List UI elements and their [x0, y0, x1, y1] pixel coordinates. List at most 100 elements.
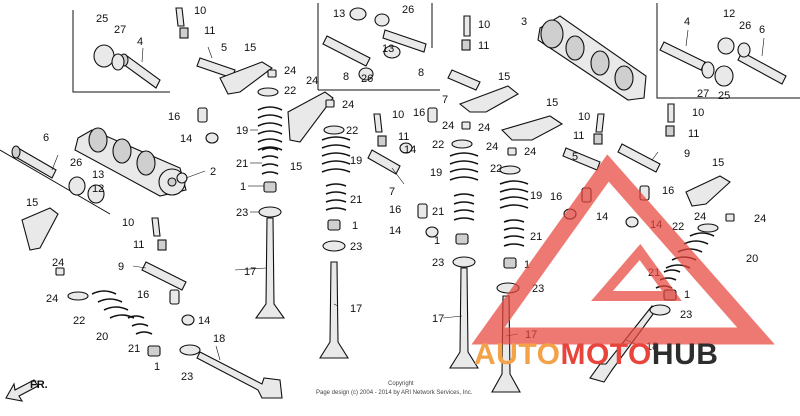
callout-25: 25: [718, 90, 730, 102]
collar-12-left: [87, 184, 105, 204]
copyright-notice: Copyright Page design (c) 2004 - 2014 by…: [316, 381, 473, 396]
callout-12: 12: [723, 8, 735, 20]
nut-11-f: [157, 239, 167, 251]
callout-6: 6: [43, 132, 49, 144]
callout-24: 24: [524, 146, 536, 158]
retainer-23-c: [452, 256, 476, 268]
callout-7: 7: [389, 186, 395, 198]
clip-24-c: [461, 121, 471, 130]
callout-22: 22: [284, 85, 296, 97]
watermark-triangle-outer-icon: [471, 154, 775, 345]
callout-1: 1: [240, 181, 246, 193]
rocker-shaft-8-b: [382, 29, 427, 53]
callout-4: 4: [684, 16, 690, 28]
seat-22-a: [257, 87, 279, 97]
callout-26: 26: [361, 73, 373, 85]
front-direction-label: FR.: [30, 379, 48, 391]
washer-27-right: [701, 61, 715, 79]
callout-24: 24: [46, 293, 58, 305]
washer-26-left: [68, 176, 86, 196]
callout-6: 6: [759, 24, 765, 36]
collar-13-a: [349, 7, 367, 21]
valve-spring-19-a: [257, 106, 283, 151]
bolt-10-e: [667, 103, 675, 123]
callout-2: 2: [210, 166, 216, 178]
callout-11: 11: [133, 239, 144, 251]
callout-26: 26: [402, 4, 414, 16]
clip-24-d: [507, 147, 517, 156]
callout-10: 10: [194, 5, 206, 17]
callout-21: 21: [236, 158, 248, 170]
cotter-1-e: [147, 345, 161, 357]
bolt-10-d: [595, 113, 605, 133]
callout-14: 14: [198, 315, 210, 327]
guide-16-e: [169, 289, 180, 305]
callout-19: 19: [350, 155, 362, 167]
callout-16: 16: [137, 289, 149, 301]
seal-14-e: [181, 314, 195, 326]
callout-11: 11: [688, 128, 699, 140]
callout-9: 9: [684, 148, 690, 160]
callout-24: 24: [694, 211, 706, 223]
callout-5: 5: [221, 42, 227, 54]
retainer-23-a: [258, 206, 282, 218]
callout-16: 16: [662, 185, 674, 197]
front-arrow-icon: [5, 379, 39, 402]
callout-labels: 25 27 4 10 11 5 15 24 24 22 16 14 19 21 …: [26, 4, 766, 383]
collar-25-right: [714, 65, 734, 87]
seat-22-b: [323, 125, 345, 135]
nut-11-d: [593, 133, 603, 145]
valve-spring-19-d: [499, 180, 529, 209]
bolt-10-f: [151, 217, 161, 237]
retainer-23-b: [322, 240, 346, 252]
cotter-1-d: [503, 257, 517, 269]
callout-17: 17: [350, 303, 362, 315]
washer-26-a: [374, 13, 390, 27]
watermark-triangle-inner-icon: [591, 243, 682, 301]
watermark-text-hub: HUB: [652, 338, 719, 371]
callout-1: 1: [352, 220, 358, 232]
callout-11: 11: [573, 130, 584, 142]
rocker-shaft-8-a: [322, 35, 371, 67]
sprocket-hub-2: [176, 172, 188, 184]
inset-frame-left: [0, 149, 111, 215]
rocker-arm-d: [500, 115, 564, 141]
clip-24-e: [55, 267, 65, 276]
valve-spring-20-a: [91, 290, 135, 319]
valve-spring-19-b: [321, 136, 351, 173]
callout-17: 17: [244, 266, 256, 278]
valve-17-c: [449, 267, 479, 369]
retainer-23-e: [179, 344, 201, 356]
nut-11-c: [377, 135, 387, 147]
seat-22-f: [697, 223, 719, 233]
valve-spring-21-c: [453, 193, 475, 221]
guide-16-a: [197, 107, 208, 123]
camshaft-rear: [537, 15, 647, 101]
clip-24-a: [267, 69, 277, 78]
bolt-10-a: [175, 7, 185, 27]
callout-20: 20: [96, 331, 108, 343]
callout-26: 26: [739, 20, 751, 32]
rocker-shaft-9-left: [141, 261, 187, 291]
valve-18-left: [196, 351, 283, 399]
seal-14-f: [399, 142, 413, 154]
callout-8: 8: [418, 67, 424, 79]
callout-19: 19: [530, 190, 542, 202]
callout-24: 24: [342, 99, 354, 111]
callout-27: 27: [697, 88, 709, 100]
camshaft-front: [74, 127, 187, 197]
copyright-line-1: Copyright: [388, 381, 414, 387]
seal-14-a: [205, 132, 219, 144]
callout-11: 11: [478, 40, 489, 52]
bolt-10-c: [373, 113, 383, 133]
valve-spring-21-d: [503, 219, 525, 247]
collar-13-b: [383, 45, 401, 59]
callout-21: 21: [530, 231, 542, 243]
cotter-1-c: [455, 233, 469, 245]
callout-15: 15: [26, 197, 38, 209]
callout-16: 16: [389, 204, 401, 216]
callout-1: 1: [524, 259, 530, 271]
collar-12-right: [717, 37, 735, 55]
callout-5: 5: [572, 151, 578, 163]
